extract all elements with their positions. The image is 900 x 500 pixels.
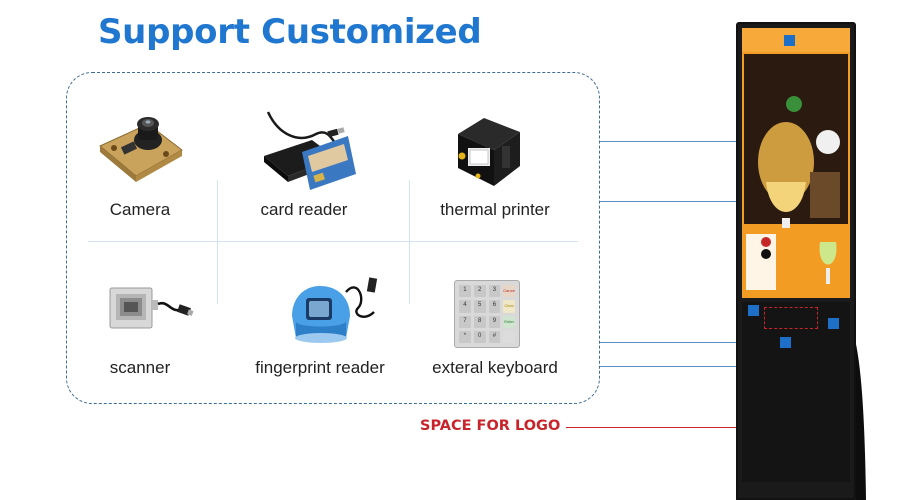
logo-connector-line	[566, 427, 800, 428]
fingerprint-reader-icon	[292, 277, 378, 343]
accessory-label-camera: Camera	[109, 200, 171, 219]
card-reader-icon	[264, 111, 356, 190]
grid-divider	[88, 241, 578, 242]
connector-line	[600, 201, 740, 202]
accessory-label-card-reader: card reader	[260, 200, 348, 219]
grid-divider	[409, 180, 410, 304]
logo-area-box	[764, 307, 818, 329]
scanner-icon	[109, 287, 194, 329]
keypad-key: 3	[488, 285, 501, 298]
accessory-label-thermal-printer: thermal printer	[440, 200, 550, 219]
accessory-label-fingerprint-reader: fingerprint reader	[255, 358, 385, 377]
keypad-key: 9	[488, 315, 501, 328]
page-title: Support Customized	[98, 12, 482, 52]
keypad-key: 4	[459, 300, 471, 313]
connector-marker	[748, 305, 759, 316]
thermal-printer-icon	[458, 118, 520, 186]
connector-marker	[828, 318, 839, 329]
keypad-key: 5	[473, 300, 486, 313]
connector-marker	[780, 337, 791, 348]
keypad-key	[503, 330, 515, 343]
keypad-key: 7	[459, 315, 471, 328]
connector-line	[600, 342, 786, 343]
keypad-key: Cancel	[503, 285, 515, 298]
keypad-icon: 1 2 3 Cancel 4 5 6 Clear 7 8 9 Enter * 0…	[454, 280, 520, 348]
keypad-key: 2	[473, 285, 486, 298]
keypad-key: 0	[473, 330, 486, 343]
keypad-key: Clear	[503, 300, 515, 313]
keypad-key: #	[488, 330, 501, 343]
digital-signage-kiosk-icon	[736, 22, 866, 500]
logo-space-label: SPACE FOR LOGO	[420, 418, 561, 434]
accessory-panel	[66, 72, 600, 404]
accessory-label-scanner: scanner	[109, 358, 171, 377]
keypad-key: 6	[488, 300, 501, 313]
keypad-key: Enter	[503, 315, 515, 328]
keypad-key: 8	[473, 315, 486, 328]
accessory-label-external-keyboard: exteral keyboard	[432, 358, 558, 377]
connector-marker	[784, 35, 795, 46]
connector-line	[600, 366, 834, 367]
camera-module-icon	[99, 117, 183, 182]
grid-divider	[217, 180, 218, 304]
connector-line	[600, 141, 789, 142]
keypad-key: *	[459, 330, 471, 343]
keypad-key: 1	[459, 285, 471, 298]
